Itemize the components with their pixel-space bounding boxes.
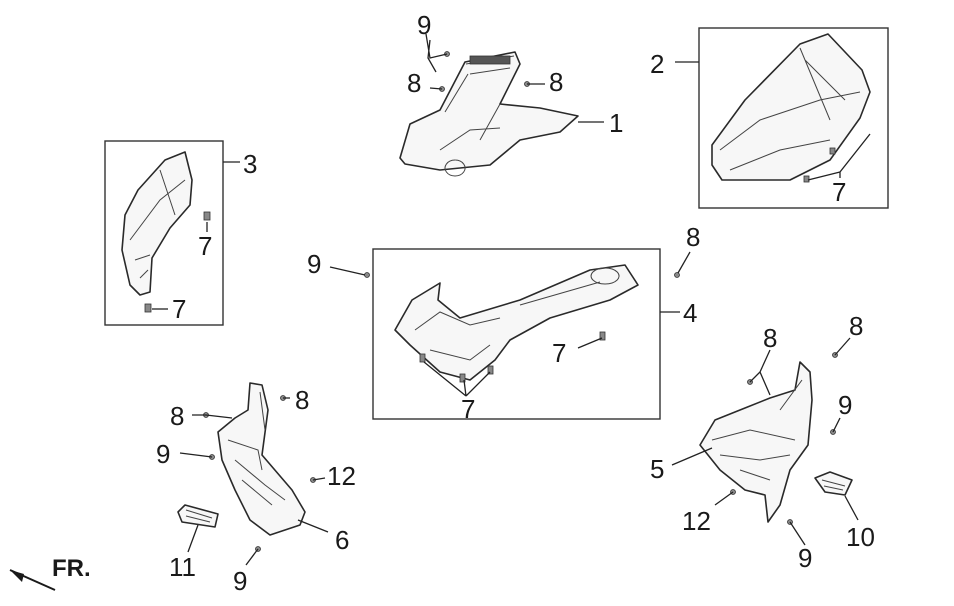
screw-icon [674,272,680,278]
screw-icon [364,272,370,278]
callout-8-part6-left: 8 [170,401,184,431]
callout-9-part6-lower: 9 [233,566,247,596]
clip-icon [203,211,211,221]
callout-5: 5 [650,454,664,484]
clip-icon [599,331,606,341]
callout-3: 3 [243,149,257,179]
callout-7-part3-upper: 7 [198,231,212,261]
front-indicator-label: FR. [52,555,91,582]
callout-9-part4: 9 [307,249,321,279]
callout-6: 6 [335,525,349,555]
part-6-lower-cover [217,382,306,536]
callout-7-part3-lower: 7 [172,294,186,324]
callout-10: 10 [846,522,875,552]
callout-7-part4-right: 7 [552,338,566,368]
callout-8-part5-right: 8 [849,311,863,341]
callout-8-part6-right: 8 [295,385,309,415]
part-2-frame [698,27,889,209]
callout-8-part1-right: 8 [549,67,563,97]
part-2-inner-panel [711,33,871,183]
callout-9-part5-lower: 9 [798,543,812,573]
callout-9-part1: 9 [417,10,431,40]
callout-7-part4-bottom: 7 [461,394,475,424]
clip-icon [144,303,152,313]
part-5-lower-cover [699,361,813,523]
front-direction-arrow [9,569,56,591]
callout-8-part5-left: 8 [763,323,777,353]
clip-icon [459,373,466,383]
callout-12-part6: 12 [327,461,356,491]
callout-8-part4: 8 [686,222,700,252]
part-4-floor-panel [394,264,639,383]
clip-icon [419,353,426,363]
callout-1: 1 [609,108,623,138]
part-11-grille [177,504,219,528]
callout-9-part6-left: 9 [156,439,170,469]
callout-4: 4 [683,298,697,328]
clip-icon [803,175,810,183]
callout-7-part2: 7 [832,177,846,207]
callout-8-part1-left: 8 [407,68,421,98]
callout-12-part5: 12 [682,506,711,536]
clip-icon [487,365,494,375]
callout-9-part5-upper: 9 [838,390,852,420]
part-3-frame [104,140,224,326]
part-4-frame [372,248,661,420]
part-10-grille [814,471,853,496]
callout-11: 11 [169,552,196,582]
callout-2: 2 [650,49,664,79]
part-1-front-cover [399,51,579,177]
part-3-side-cover [121,151,211,313]
clip-icon [829,147,836,155]
